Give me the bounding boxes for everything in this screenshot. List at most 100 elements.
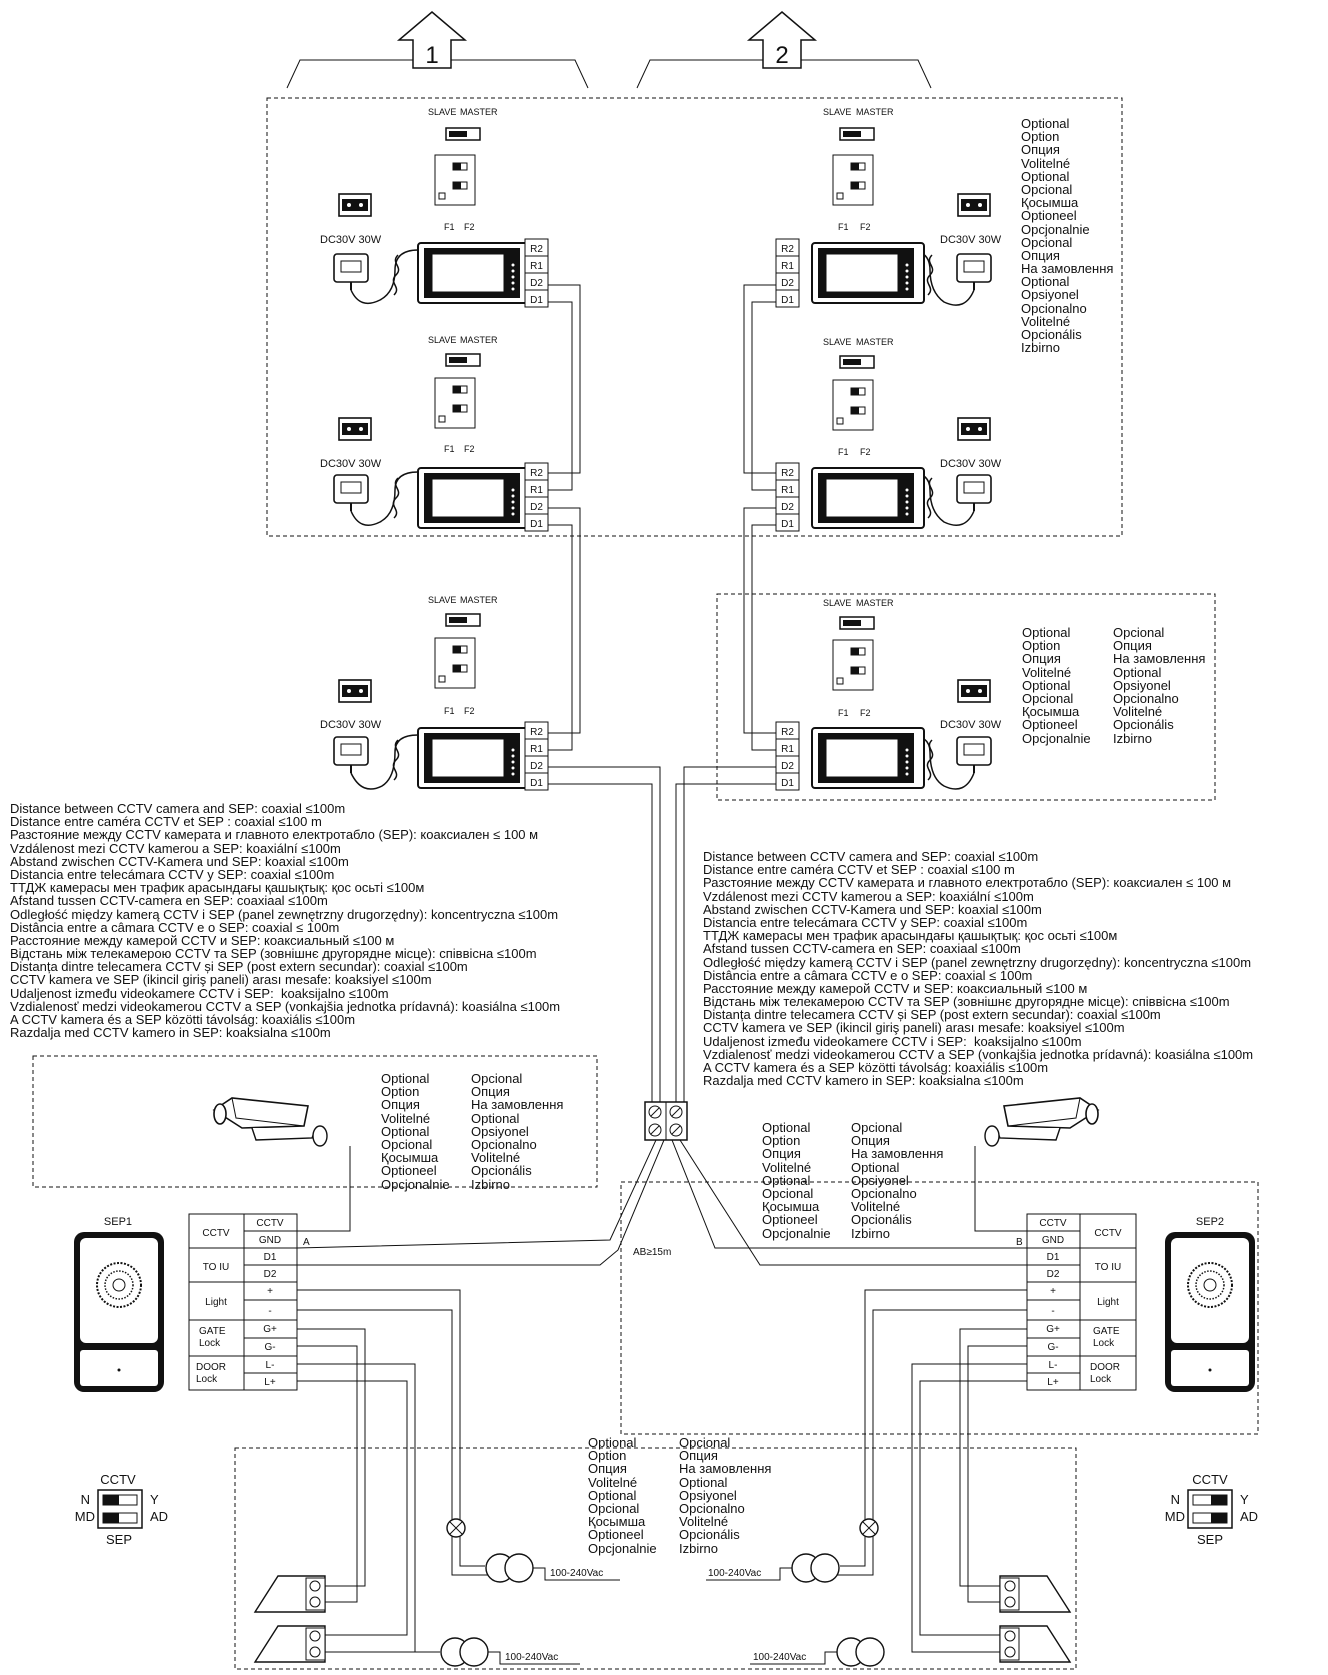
lock-wiring	[297, 1289, 1027, 1653]
sep1-panel: SEP1	[74, 1216, 164, 1392]
svg-text:Light: Light	[205, 1297, 227, 1308]
distance-notes-right: Distance between CCTV camera and SEP: co…	[703, 850, 1253, 1088]
terminal-cell	[524, 513, 549, 532]
text-line: Optional	[1022, 677, 1071, 693]
svg-text:CCTV: CCTV	[100, 1472, 136, 1487]
text-line: Opsiyonel	[679, 1487, 737, 1503]
text-line: Opcional	[851, 1120, 903, 1135]
text-line: A CCTV kamera és a SEP közötti távolság:…	[10, 1012, 356, 1027]
indoor-monitor-icon	[811, 467, 925, 529]
text-line: Distance entre caméra CCTV et SEP : coax…	[703, 862, 1015, 878]
text-line: Optional	[762, 1120, 811, 1135]
svg-text:SLAVE: SLAVE	[428, 335, 456, 345]
zone-box-indoor	[266, 97, 1123, 537]
optional-box-sep2	[620, 1181, 1259, 1435]
svg-text:F2: F2	[464, 444, 475, 454]
svg-text:DC30V 30W: DC30V 30W	[320, 719, 382, 731]
svg-text:MASTER: MASTER	[856, 598, 894, 608]
svg-text:D1: D1	[264, 1252, 277, 1263]
text-line: Izbirno	[1021, 340, 1061, 356]
text-line: Optioneel	[1022, 717, 1078, 733]
text-line: Izbirno	[679, 1540, 719, 1556]
svg-text:F2: F2	[860, 447, 871, 457]
svg-text:G-: G-	[264, 1342, 275, 1353]
text-line: Volitelné	[851, 1199, 901, 1215]
terminal-label-r2: R2	[530, 727, 543, 738]
terminal-label-r1: R1	[781, 485, 794, 496]
text-line: Расстояние между камерой CCTV и SEP: коа…	[703, 980, 1088, 996]
text-line: Опция	[1021, 247, 1060, 263]
bus-wiring	[296, 284, 1027, 1266]
svg-text:GATE: GATE	[1093, 1326, 1120, 1337]
svg-text:GND: GND	[1042, 1235, 1064, 1246]
text-line: Volitelné	[1021, 313, 1071, 329]
svg-text:CCTV: CCTV	[202, 1228, 230, 1239]
text-line: Opsiyonel	[851, 1172, 909, 1188]
svg-text:F1: F1	[444, 444, 455, 454]
terminal-label-d2: D2	[530, 761, 543, 772]
text-line: Optional	[471, 1110, 520, 1126]
text-line: Optioneel	[1021, 208, 1077, 224]
text-line: Volitelné	[471, 1150, 521, 1166]
indoor-monitor-icon	[811, 727, 925, 789]
transformer-left-upper-icon: 100-240Vac	[485, 1553, 620, 1583]
transformer-left-lower-icon: 100-240Vac	[440, 1637, 580, 1667]
text-line: Opcionális	[679, 1527, 740, 1543]
svg-text:N: N	[1171, 1492, 1180, 1507]
text-line: Optional	[1021, 116, 1070, 131]
terminal-cell	[524, 289, 549, 308]
svg-text:100-240Vac: 100-240Vac	[708, 1568, 761, 1579]
terminal-label-d1: D1	[781, 778, 794, 789]
svg-text:TO IU: TO IU	[203, 1262, 229, 1273]
text-line: Izbirno	[471, 1176, 511, 1192]
svg-text:MASTER: MASTER	[856, 337, 894, 347]
text-line: Optioneel	[588, 1527, 644, 1543]
svg-text:-: -	[268, 1306, 271, 1317]
text-line: Afstand tussen CCTV-camera en SEP: coaxi…	[10, 893, 328, 909]
f1-label: F1	[444, 222, 455, 232]
svg-text:AD: AD	[150, 1509, 168, 1524]
optional-box-cctv1	[32, 1055, 598, 1188]
svg-text:DC30V 30W: DC30V 30W	[940, 458, 1002, 470]
text-line: На замовлення	[679, 1461, 772, 1477]
text-line: Vzdialenosť medzi videokamerou CCTV a SE…	[10, 998, 561, 1014]
terminal-label-r1: R1	[530, 485, 543, 496]
svg-text:L-: L-	[266, 1360, 275, 1371]
text-line: Опция	[588, 1461, 627, 1477]
text-line: Optional	[588, 1435, 637, 1450]
terminal-label-d1: D1	[781, 295, 794, 306]
door-lock-right-icon	[999, 1625, 1072, 1663]
text-line: Udaljenost između videokamere CCTV i SEP…	[10, 985, 389, 1001]
text-line: Abstand zwischen CCTV-Kamera und SEP: ko…	[10, 853, 349, 869]
svg-text:Lock: Lock	[199, 1338, 221, 1349]
master-label: MASTER	[460, 107, 498, 117]
terminal-label-d2: D2	[530, 502, 543, 513]
zone2-label: 2	[775, 42, 788, 69]
svg-text:D1: D1	[1047, 1252, 1060, 1263]
text-line: Опция	[1021, 142, 1060, 158]
monitor-unit-r2: SLAVE MASTER F1 F2 DC30V 30W	[811, 337, 1002, 529]
svg-text:F1: F1	[838, 222, 849, 232]
terminal-label-r1: R1	[530, 261, 543, 272]
text-line: CCTV kamera ve SEP (ikincil giriş paneli…	[10, 972, 432, 988]
text-line: Option	[588, 1448, 627, 1464]
text-line: Optional	[1022, 625, 1071, 640]
cctv-camera-right-icon	[984, 1097, 1100, 1147]
text-line: Distância entre a câmara CCTV e o SEP: c…	[10, 919, 340, 935]
text-line: Opcionalno	[471, 1136, 537, 1152]
text-line: Volitelné	[762, 1159, 812, 1175]
cctv-camera-left-icon	[212, 1097, 328, 1147]
text-line: Опция	[381, 1097, 420, 1113]
text-line: Opcjonalnie	[1022, 730, 1091, 746]
svg-text:G+: G+	[1046, 1324, 1060, 1335]
text-line: Option	[762, 1133, 801, 1149]
text-line: Разстояние между CCTV камерата и главнот…	[703, 875, 1232, 891]
optional-box-locks	[234, 1447, 1077, 1670]
text-line: Opcjonalnie	[1021, 221, 1090, 237]
svg-text:SEP: SEP	[106, 1532, 132, 1547]
terminal-cell	[775, 289, 800, 308]
text-line: Опция	[471, 1084, 510, 1100]
